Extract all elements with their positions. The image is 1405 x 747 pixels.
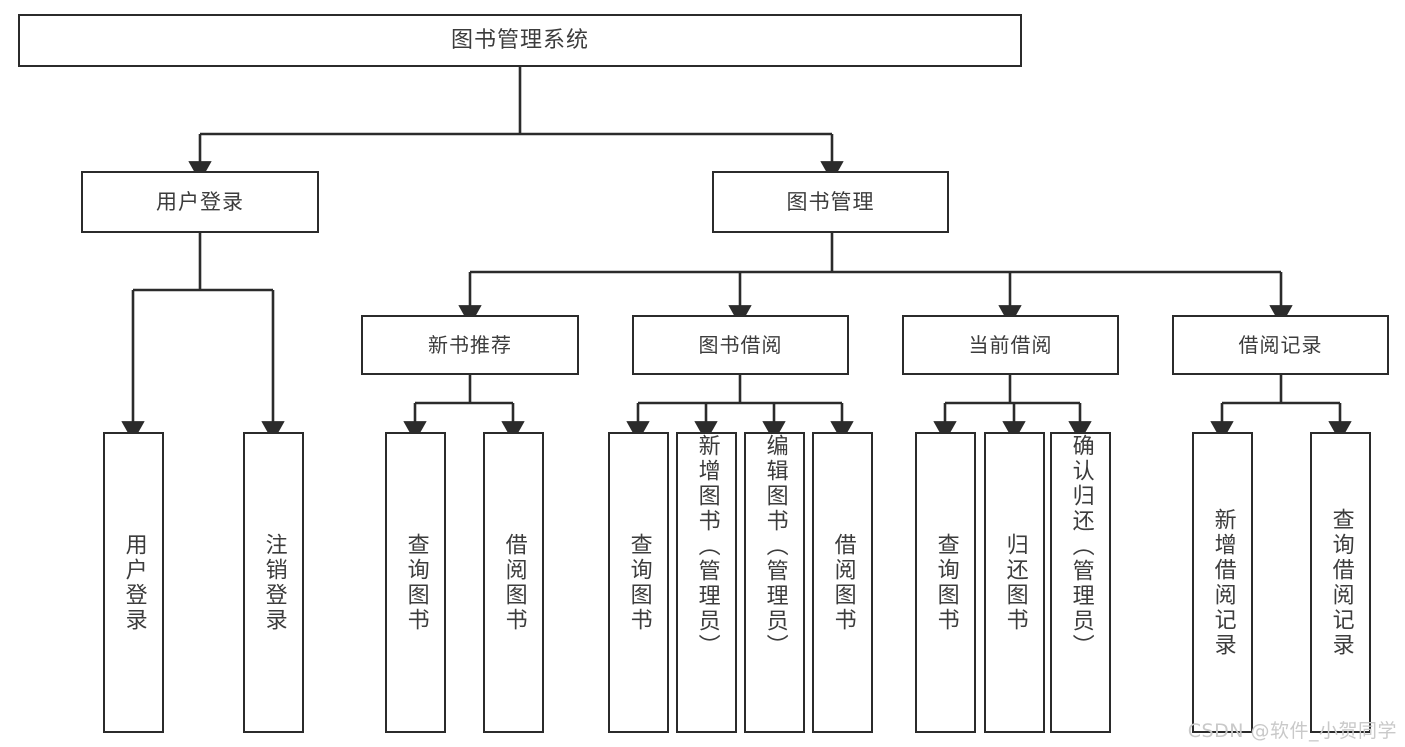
leaf-label: 新增借阅记录 (1210, 507, 1236, 658)
leaf-label: 查询图书 (403, 532, 429, 633)
node-current-borrow[interactable]: 当前借阅 (902, 315, 1119, 375)
leaf-user-login-logout[interactable]: 注销登录 (243, 432, 304, 733)
leaf-book-borrow-edit-book-admin[interactable]: 编辑图书（管理员） (744, 432, 805, 733)
leaf-book-borrow-add-book-admin[interactable]: 新增图书（管理员） (676, 432, 737, 733)
node-new-book-recommend[interactable]: 新书推荐 (361, 315, 579, 375)
node-label: 当前借阅 (968, 332, 1053, 357)
leaf-label: 查询图书 (933, 532, 959, 633)
node-label: 图书管理系统 (450, 27, 589, 53)
node-label: 借阅记录 (1238, 332, 1323, 357)
leaf-current-borrow-query-book[interactable]: 查询图书 (915, 432, 976, 733)
leaf-label: 查询借阅记录 (1328, 507, 1354, 658)
leaf-label: 编辑图书（管理员） (762, 434, 788, 659)
leaf-current-borrow-confirm-return-admin[interactable]: 确认归还（管理员） (1050, 432, 1111, 733)
node-root-book-management-system[interactable]: 图书管理系统 (18, 14, 1022, 67)
node-user-login[interactable]: 用户登录 (81, 171, 319, 233)
leaf-new-book-query-book[interactable]: 查询图书 (385, 432, 446, 733)
csdn-watermark: CSDN @软件_小贺同学 (1187, 720, 1397, 742)
node-borrow-record[interactable]: 借阅记录 (1172, 315, 1389, 375)
node-label: 用户登录 (156, 189, 244, 214)
leaf-label: 新增图书（管理员） (694, 434, 720, 659)
leaf-book-borrow-query-book[interactable]: 查询图书 (608, 432, 669, 733)
leaf-borrow-record-add-record[interactable]: 新增借阅记录 (1192, 432, 1253, 733)
leaf-label: 用户登录 (121, 532, 147, 633)
leaf-borrow-record-query-record[interactable]: 查询借阅记录 (1310, 432, 1371, 733)
node-label: 图书借阅 (698, 332, 783, 357)
leaf-current-borrow-return-book[interactable]: 归还图书 (984, 432, 1045, 733)
leaf-label: 借阅图书 (501, 532, 527, 633)
leaf-label: 查询图书 (626, 532, 652, 633)
leaf-label: 确认归还（管理员） (1068, 434, 1094, 659)
node-book-borrow[interactable]: 图书借阅 (632, 315, 849, 375)
leaf-book-borrow-borrow-book[interactable]: 借阅图书 (812, 432, 873, 733)
leaf-user-login-login[interactable]: 用户登录 (103, 432, 164, 733)
leaf-label: 注销登录 (261, 532, 287, 633)
leaf-label: 借阅图书 (830, 532, 856, 633)
node-book-management[interactable]: 图书管理 (712, 171, 949, 233)
node-label: 图书管理 (786, 189, 875, 214)
leaf-label: 归还图书 (1002, 532, 1028, 633)
leaf-new-book-borrow-book[interactable]: 借阅图书 (483, 432, 544, 733)
node-label: 新书推荐 (428, 332, 512, 357)
